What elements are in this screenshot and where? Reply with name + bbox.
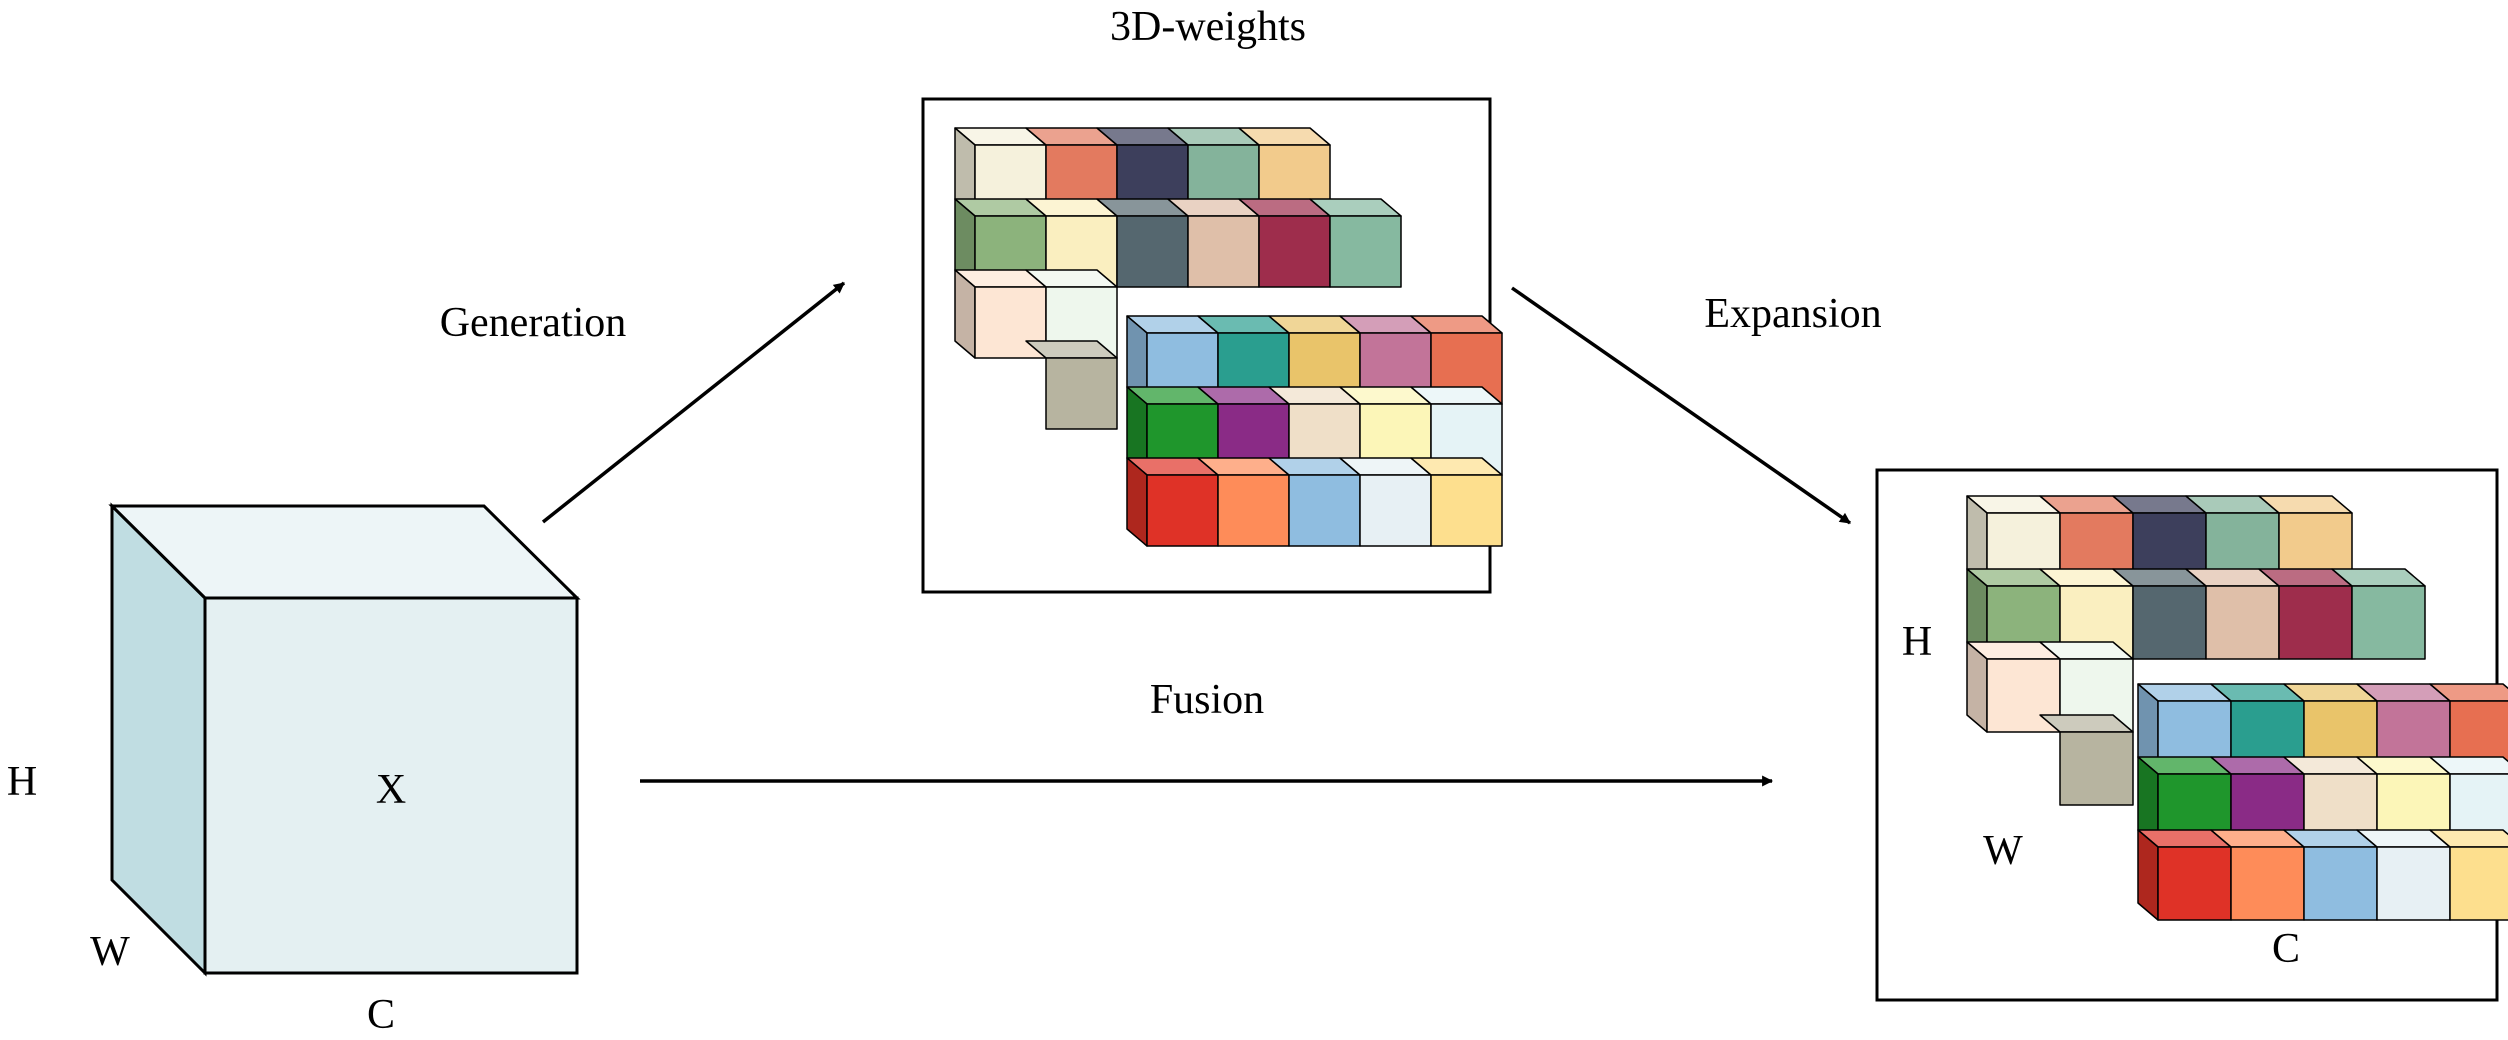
weight-cube-l1-11-front bbox=[2230, 846, 2305, 921]
weight-cube-l1-14-front bbox=[1430, 474, 1503, 547]
fusion-label: Fusion bbox=[1150, 677, 1264, 723]
expansion-arrow bbox=[1511, 286, 1851, 525]
weight-cube-l1-11-front bbox=[1217, 474, 1290, 547]
output-axis-c: C bbox=[2272, 926, 2300, 972]
weight-cube-l0-10-side bbox=[1966, 641, 1988, 733]
weight-cube-l0-7-front bbox=[1116, 215, 1189, 288]
weight-cube-l1-14-top bbox=[2429, 829, 2508, 848]
weight-cube-l1-10-front bbox=[1146, 474, 1219, 547]
weight-cube-l0-12-front bbox=[1329, 215, 1402, 288]
input-axis-w: W bbox=[90, 929, 130, 975]
weight-cube-l0-12-front bbox=[2351, 585, 2426, 660]
weights-cube-stack bbox=[954, 127, 1503, 547]
weight-cube-l0-13-front bbox=[2059, 731, 2134, 806]
input-axis-c: C bbox=[367, 992, 395, 1038]
generation-arrow bbox=[541, 281, 846, 524]
weight-cube-l1-9-front bbox=[2449, 773, 2508, 848]
input-cube-label: X bbox=[376, 767, 406, 813]
weight-cube-l1-10-front bbox=[2157, 846, 2232, 921]
weight-cube-l1-13-front bbox=[2376, 846, 2451, 921]
weight-cube-l1-12-front bbox=[1288, 474, 1361, 547]
weight-cube-l1-4-top bbox=[2429, 683, 2508, 702]
weights-title: 3D-weights bbox=[1110, 4, 1306, 50]
expansion-label: Expansion bbox=[1704, 291, 1881, 337]
input-axis-h: H bbox=[7, 759, 37, 805]
weight-cube-l0-8-front bbox=[2205, 585, 2280, 660]
weight-cube-l0-9-front bbox=[2278, 585, 2353, 660]
weight-cube-l1-9-top bbox=[2429, 756, 2508, 775]
output-axis-h: H bbox=[1902, 619, 1932, 665]
input-cube bbox=[108, 502, 581, 977]
weight-cube-l0-9-front bbox=[1258, 215, 1331, 288]
input-cube-front bbox=[203, 596, 579, 975]
output-axis-w: W bbox=[1983, 828, 2023, 874]
weight-cube-l1-4-front bbox=[2449, 700, 2508, 775]
weight-cube-l1-12-front bbox=[2303, 846, 2378, 921]
weight-cube-l1-13-front bbox=[1359, 474, 1432, 547]
weight-cube-l0-13-front bbox=[1045, 357, 1118, 430]
generation-label: Generation bbox=[440, 300, 627, 346]
weight-cube-l0-8-front bbox=[1187, 215, 1260, 288]
weight-cube-l1-10-side bbox=[2137, 829, 2159, 921]
weight-cube-l0-7-front bbox=[2132, 585, 2207, 660]
output-cube-stack bbox=[1966, 495, 2508, 921]
weight-cube-l1-14-front bbox=[2449, 846, 2508, 921]
